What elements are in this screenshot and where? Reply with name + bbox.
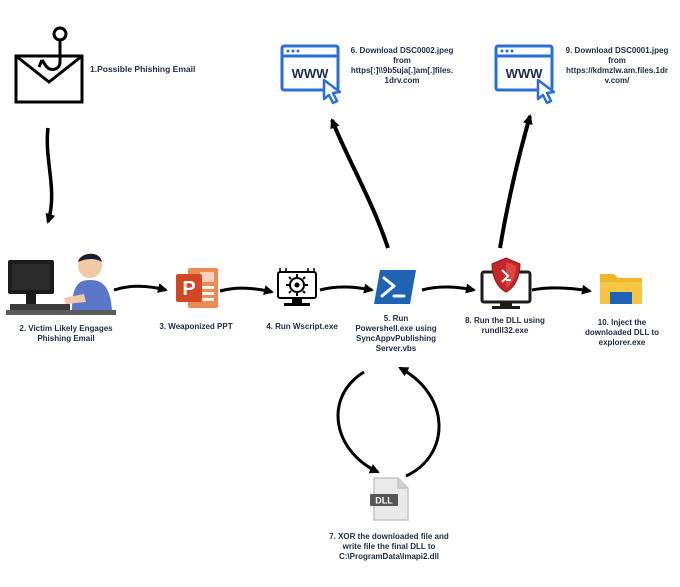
folder-icon — [600, 274, 642, 304]
arrow-powershell-to-download-6 — [330, 118, 390, 249]
step-8-label: 8. Run the DLL using rundll32.exe — [450, 316, 560, 336]
step-10-line3: explorer.exe — [598, 338, 646, 347]
step-5-line2: Powershell.exe using — [355, 324, 437, 333]
step-5-line1: 5. Run — [383, 314, 409, 323]
arrow-powershell-to-rundll — [421, 283, 476, 294]
step-3-text: 3. Weaponized PPT — [159, 322, 233, 331]
powerpoint-icon: P — [176, 268, 218, 308]
step-9-line4: v.com/ — [604, 76, 630, 85]
arrow-email-to-victim — [45, 127, 56, 224]
step-4-label: 4. Run Wscript.exe — [252, 322, 352, 332]
dll-file-icon: DLL — [370, 477, 409, 521]
arrow-wscript-to-powershell — [319, 283, 374, 294]
arrow-rundll-to-download-9 — [498, 114, 533, 249]
step-6-line4: 1drv.com — [384, 76, 420, 85]
step-1-text: Possible Phishing Email — [97, 64, 196, 74]
step-10-line1: 10. Inject the — [597, 318, 647, 327]
step-1-label: 1.Possible Phishing Email — [90, 64, 195, 74]
step-2-line2: Phishing Email — [37, 334, 95, 343]
wscript-icon — [277, 268, 317, 306]
arrow-ppt-to-wscript — [219, 285, 274, 295]
step-4-text: 4. Run Wscript.exe — [266, 322, 338, 331]
phishing-email-icon — [14, 26, 84, 104]
step-2-line1: 2. Victim Likely Engages — [19, 324, 113, 333]
step-1-num: 1. — [90, 64, 98, 74]
step-6-label: 6. Download DSC0002.jpeg from https[:]\\… — [344, 46, 460, 86]
step-10-label: 10. Inject the downloaded DLL to explore… — [570, 318, 674, 348]
web-browser-icon: WWW — [280, 44, 342, 105]
web-browser-icon: WWW — [494, 44, 556, 105]
www-text-9: WWW — [506, 66, 544, 81]
step-3-label: 3. Weaponized PPT — [146, 322, 246, 332]
step-5-line3: SyncAppvPublishing — [355, 334, 436, 343]
step-2-label: 2. Victim Likely Engages Phishing Email — [14, 324, 118, 344]
arrow-loop-left — [336, 370, 380, 474]
dll-text: DLL — [375, 496, 393, 506]
step-6-line1: 6. Download DSC0002.jpeg — [350, 46, 454, 55]
step-9-line2: from — [608, 56, 626, 65]
powershell-icon — [374, 270, 416, 304]
step-7-line1: 7. XOR the downloaded file and — [329, 532, 449, 541]
arrow-rundll-to-folder — [531, 284, 592, 295]
victim-computer-icon — [6, 253, 116, 315]
step-8-line2: rundll32.exe — [481, 326, 529, 335]
www-text-6: WWW — [292, 66, 330, 81]
step-6-line2: from — [393, 56, 411, 65]
ppt-letter: P — [182, 278, 195, 300]
step-7-line2: write file the final DLL to — [342, 542, 436, 551]
step-5-line4: Server.vbs — [375, 344, 417, 353]
step-7-label: 7. XOR the downloaded file and write fil… — [316, 532, 462, 562]
step-5-label: 5. Run Powershell.exe using SyncAppvPubl… — [344, 314, 448, 354]
step-9-line1: 9. Download DSC0001.jpeg — [565, 46, 669, 55]
step-10-line2: downloaded DLL to — [584, 328, 660, 337]
step-6-line3: https[:]\\9b5uja[.]am[.]files. — [350, 66, 454, 75]
arrow-loop-right — [398, 366, 441, 478]
step-7-line3: C:\ProgramData\Imapi2.dll — [338, 552, 440, 561]
step-8-line1: 8. Run the DLL using — [465, 316, 545, 325]
arrow-victim-to-ppt — [113, 283, 168, 293]
rundll-shield-icon — [480, 257, 532, 309]
step-9-label: 9. Download DSC0001.jpeg from https://kd… — [558, 46, 676, 86]
step-9-line3: https://kdmzlw.am.files.1dr — [566, 66, 668, 75]
